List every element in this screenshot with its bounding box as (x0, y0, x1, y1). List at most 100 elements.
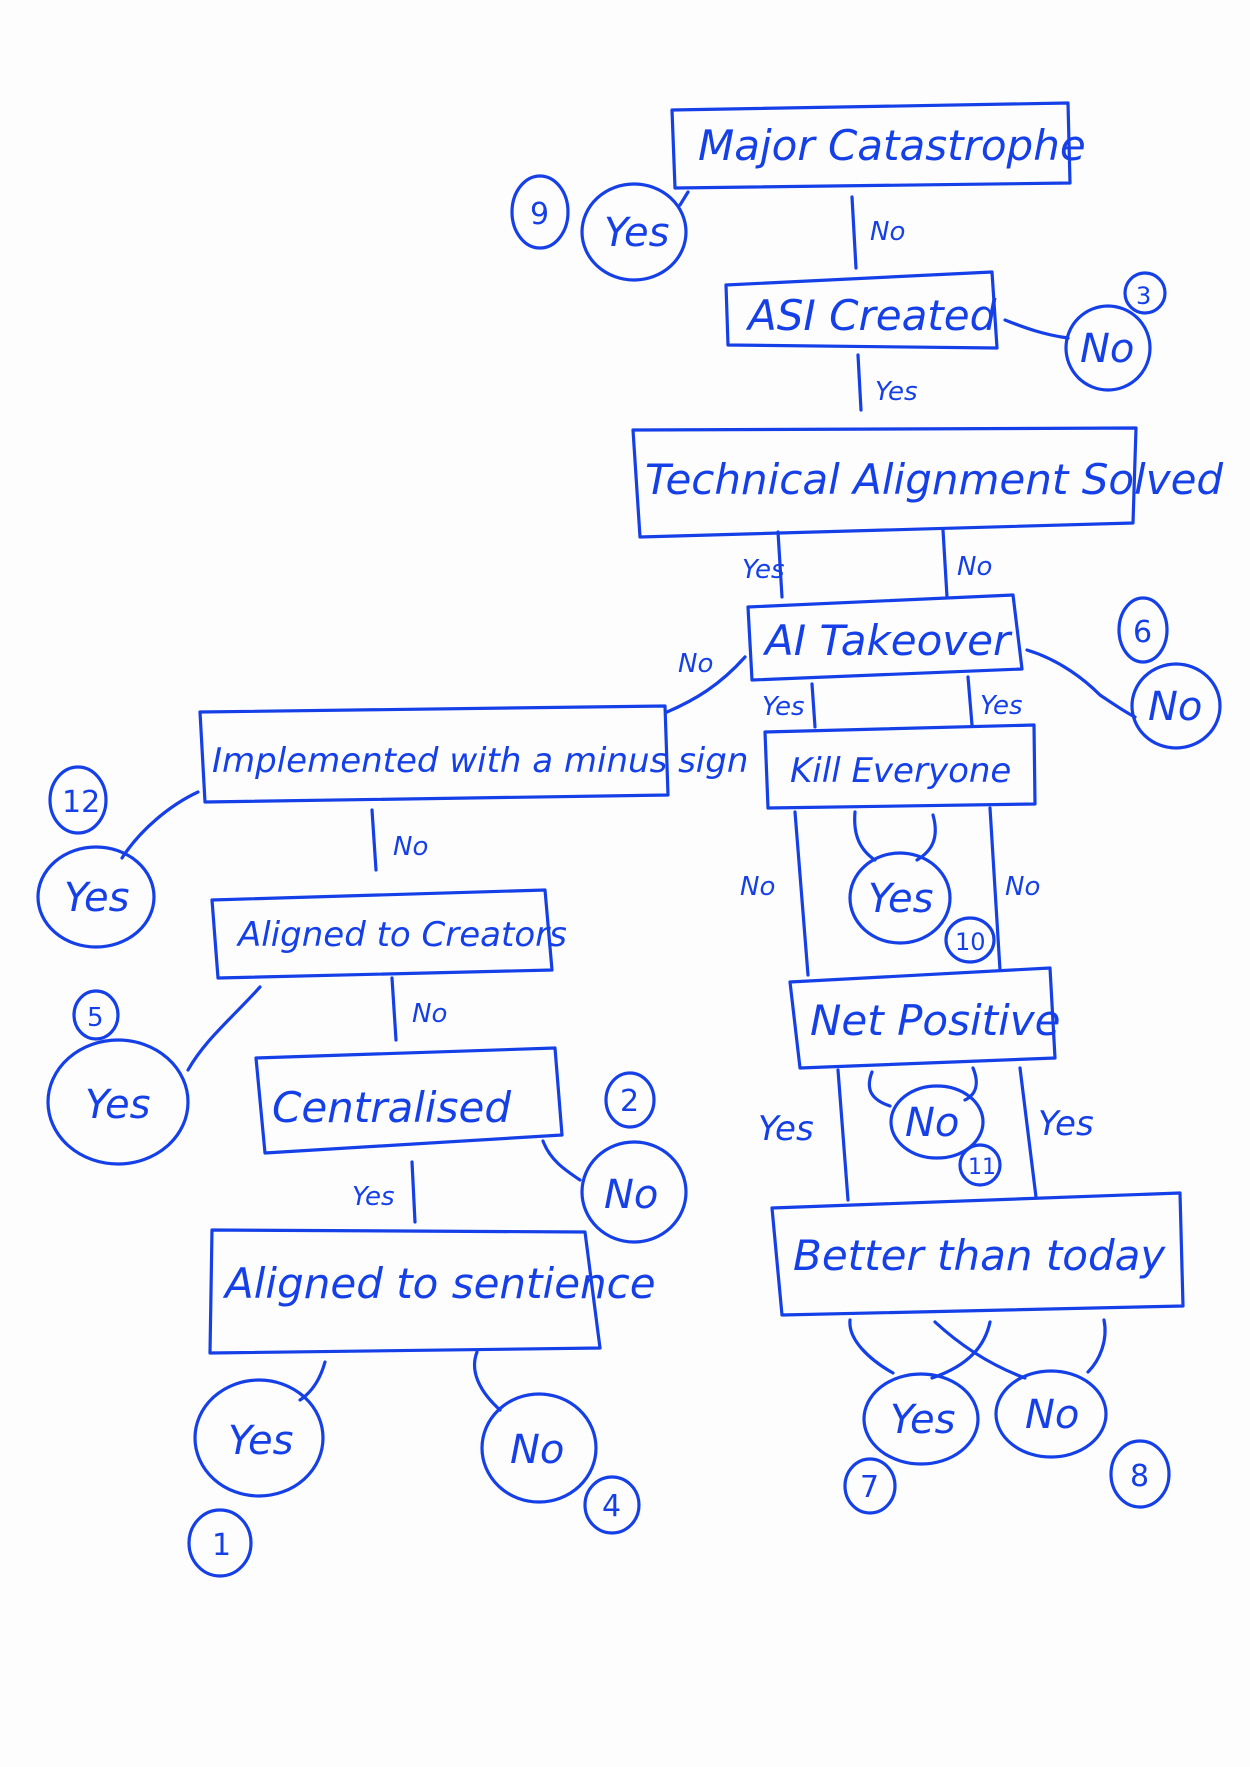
edge-label: Yes (875, 377, 918, 407)
node-label: Kill Everyone (790, 751, 1011, 791)
node-technical-alignment: Technical Alignment Solved (631, 426, 1223, 539)
edge-label: No (740, 872, 775, 902)
edge-centralised-yes (410, 1160, 417, 1224)
node-label: Aligned to sentience (222, 1259, 656, 1308)
edge-tech-no (941, 528, 949, 599)
edge-kill-no-left (793, 810, 810, 977)
outcome-label: Yes (228, 1418, 294, 1464)
outcome-label: No (510, 1427, 564, 1473)
edge-creators-yes (186, 985, 262, 1072)
outcome-4: No 4 (480, 1392, 641, 1535)
outcome-label: Yes (868, 876, 934, 922)
outcome-9: Yes 9 (510, 174, 688, 282)
outcome-number: 6 (1133, 615, 1152, 650)
node-asi-created: ASI Created (724, 270, 999, 350)
node-label: Major Catastrophe (698, 121, 1086, 170)
edge-labels: No Yes Yes No No Yes Yes No No Yes Yes N… (352, 217, 1094, 1212)
edge-better-c (930, 1320, 992, 1380)
outcome-number: 10 (955, 928, 986, 956)
edge-kill-yes-b (915, 813, 937, 862)
outcome-1: Yes 1 (187, 1378, 325, 1578)
node-label: Net Positive (810, 996, 1060, 1045)
outcome-label: Yes (890, 1397, 956, 1443)
outcome-number: 7 (860, 1470, 879, 1505)
edge-label: No (678, 649, 713, 679)
edge-label: Yes (758, 1109, 814, 1149)
edge-label: Yes (1038, 1104, 1094, 1144)
edge-label: Yes (980, 691, 1023, 721)
outcome-number: 3 (1136, 282, 1151, 310)
edge-sentience-yes (298, 1360, 327, 1402)
node-minus-sign: Implemented with a minus sign (198, 704, 748, 804)
node-better-than-today: Better than today (770, 1191, 1185, 1317)
edge-label: No (1005, 872, 1040, 902)
outcome-number: 4 (602, 1489, 621, 1524)
edge-net-no-b (963, 1066, 978, 1102)
edge-label: Yes (762, 692, 805, 722)
edge-net-yes-left (836, 1068, 850, 1202)
node-label: AI Takeover (762, 616, 1013, 665)
node-label: Implemented with a minus sign (212, 741, 748, 781)
edge-label: No (412, 999, 447, 1029)
outcome-12: Yes 12 (36, 765, 156, 949)
outcome-label: No (1148, 684, 1202, 730)
edge-minus-no (370, 808, 378, 872)
node-label: Aligned to Creators (236, 915, 567, 955)
outcome-6: No 6 (1117, 596, 1222, 750)
edge-net-yes-right (1018, 1066, 1038, 1199)
outcome-3: No 3 (1064, 271, 1167, 392)
outcome-label: No (604, 1172, 658, 1218)
node-label: Centralised (272, 1083, 511, 1132)
outcome-10: Yes 10 (848, 851, 996, 964)
node-label: Technical Alignment Solved (645, 455, 1223, 504)
edge-label: No (393, 832, 428, 862)
node-centralised: Centralised (254, 1046, 564, 1155)
outcome-label: Yes (85, 1082, 151, 1128)
node-kill-everyone: Kill Everyone (763, 723, 1037, 810)
outcome-label: No (1080, 326, 1134, 372)
edge-label: No (870, 217, 905, 247)
edge-creators-no (390, 976, 398, 1042)
outcome-label: Yes (64, 875, 130, 921)
edge-centralised-no (541, 1139, 582, 1182)
node-label: ASI Created (745, 291, 997, 340)
outcome-label: Yes (604, 210, 670, 256)
outcome-5: Yes 5 (46, 989, 190, 1166)
node-ai-takeover: AI Takeover (746, 593, 1024, 682)
outcome-number: 2 (620, 1084, 639, 1119)
node-aligned-creators: Aligned to Creators (210, 888, 567, 980)
outcome-number: 9 (530, 197, 549, 232)
edge-kill-no-right (988, 806, 1002, 972)
node-net-positive: Net Positive (788, 966, 1060, 1070)
edge-label: Yes (352, 1182, 395, 1212)
edge-label: Yes (742, 555, 785, 585)
outcome-number: 5 (87, 1003, 104, 1033)
outcome-number: 8 (1130, 1459, 1149, 1494)
outcome-label: No (1025, 1392, 1079, 1438)
edge-sentience-no (472, 1350, 502, 1412)
edge-kill-yes-a (853, 810, 877, 862)
outcome-number: 12 (62, 785, 100, 820)
edge-better-d (1086, 1318, 1107, 1374)
edge-asi-no (1003, 318, 1070, 340)
outcomes: Yes 9 No 3 No 6 Yes 10 No (36, 174, 1222, 1578)
edge-label: No (957, 552, 992, 582)
edge-takeover-yes-left (810, 682, 817, 729)
node-label: Better than today (793, 1231, 1166, 1280)
outcome-number: 1 (212, 1528, 231, 1563)
node-aligned-sentience: Aligned to sentience (208, 1228, 656, 1355)
edge-better-a (848, 1318, 895, 1375)
outcome-label: No (905, 1100, 959, 1146)
outcome-11: No 11 (889, 1084, 1002, 1187)
node-major-catastrophe: Major Catastrophe (670, 101, 1086, 190)
outcome-8: No 8 (994, 1369, 1171, 1509)
edge-catastrophe-no (850, 195, 858, 270)
outcome-2: No 2 (580, 1071, 688, 1244)
edge-minus-yes (120, 790, 200, 860)
edge-net-no-a (867, 1070, 892, 1108)
edge-catastrophe-yes (678, 190, 690, 207)
edge-takeover-no (665, 655, 747, 714)
edge-better-b (933, 1320, 1027, 1380)
outcome-7: Yes 7 (843, 1372, 980, 1515)
